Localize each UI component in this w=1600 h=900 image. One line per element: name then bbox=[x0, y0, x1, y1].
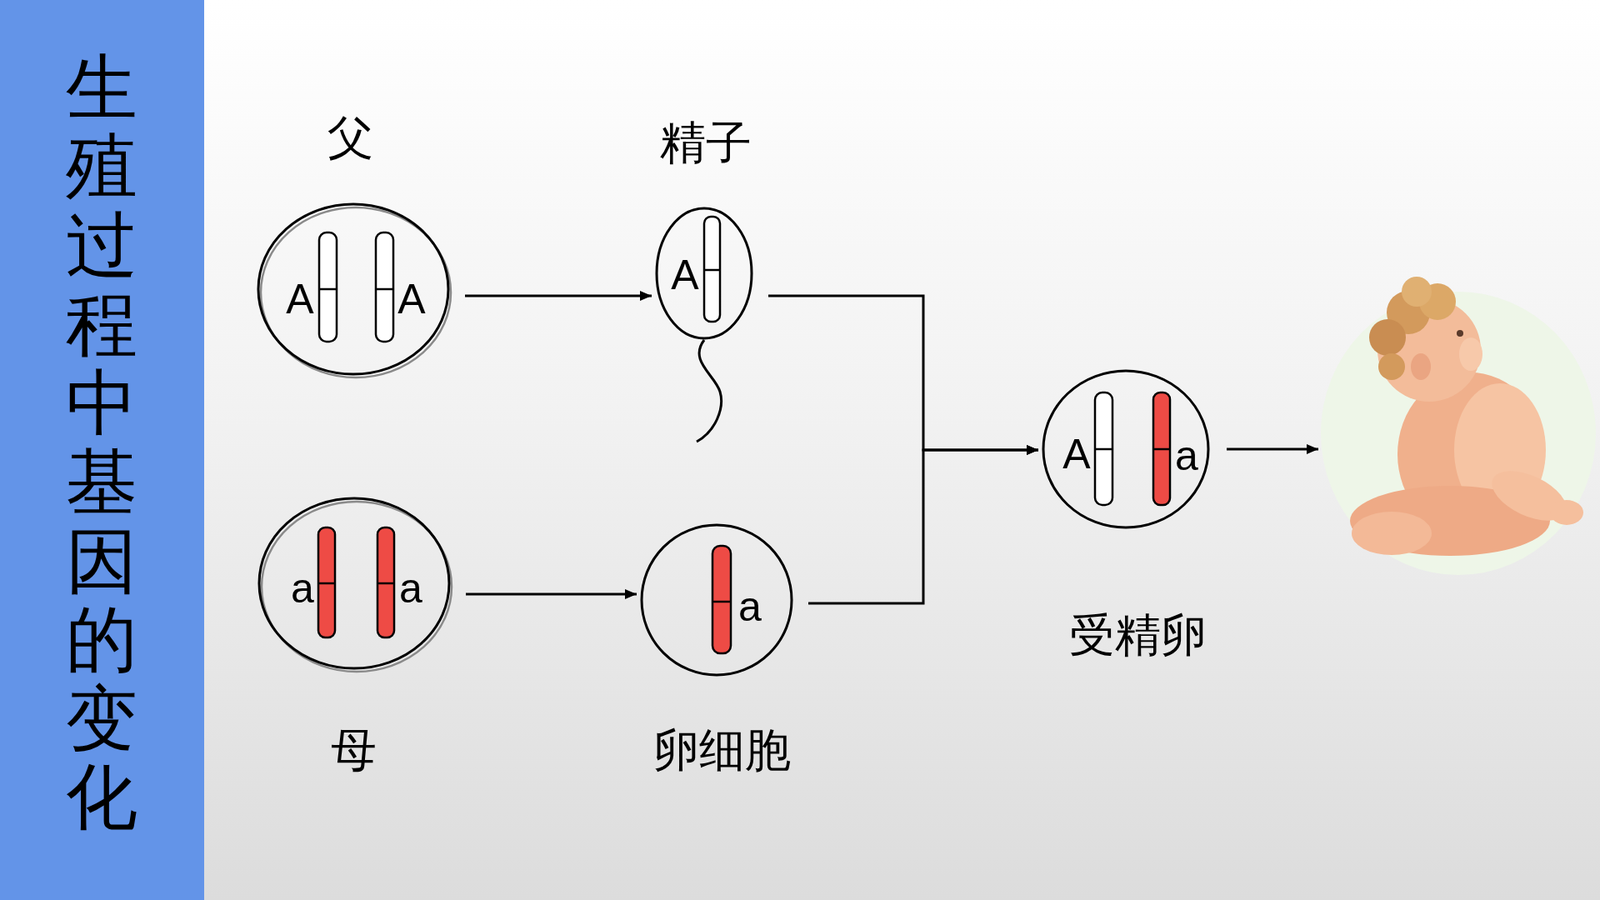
chromosome bbox=[377, 527, 395, 638]
cell-heading: 卵细胞 bbox=[653, 725, 791, 776]
gene-label: A bbox=[670, 252, 699, 299]
gene-label: A bbox=[397, 276, 425, 323]
gene-locus bbox=[1153, 448, 1170, 451]
gene-label: a bbox=[738, 584, 762, 630]
cell-ellipse bbox=[258, 204, 449, 375]
flow-arrow bbox=[808, 450, 1039, 604]
baby-hair bbox=[1378, 353, 1405, 380]
cell-heading: 受精卵 bbox=[1069, 610, 1207, 661]
cell-ellipse bbox=[259, 498, 450, 669]
cell-ellipse bbox=[641, 525, 792, 675]
gene-locus bbox=[704, 269, 720, 272]
cell-heading: 精子 bbox=[660, 117, 752, 169]
chromosome bbox=[712, 545, 731, 654]
baby-ear bbox=[1410, 353, 1431, 380]
chromosome bbox=[704, 216, 720, 322]
chromosome bbox=[318, 527, 335, 638]
baby-eye bbox=[1456, 330, 1464, 337]
gene-label: a bbox=[1175, 433, 1199, 480]
baby-hair bbox=[1369, 319, 1406, 356]
chromosome bbox=[1153, 392, 1170, 505]
cell-node: 卵细胞a bbox=[640, 523, 794, 677]
cell-heading: 父 bbox=[327, 112, 374, 164]
flow-arrow bbox=[465, 593, 637, 596]
gene-locus bbox=[319, 288, 337, 291]
gene-label: a bbox=[399, 565, 423, 612]
cell-node: 受精卵Aa bbox=[1041, 369, 1210, 530]
chromosome bbox=[319, 232, 337, 342]
gene-label: A bbox=[1062, 431, 1090, 478]
gene-locus bbox=[375, 288, 394, 291]
cell-outline bbox=[655, 206, 754, 340]
chromosome bbox=[375, 232, 394, 342]
cell-node: 父AA bbox=[256, 202, 450, 376]
cell-node: 精子A bbox=[655, 206, 754, 340]
cell-node: 母aa bbox=[257, 496, 451, 670]
baby-hand bbox=[1550, 500, 1584, 525]
gene-locus bbox=[377, 582, 395, 585]
halo bbox=[1320, 291, 1596, 575]
gene-locus bbox=[318, 582, 335, 585]
cell-heading: 母 bbox=[330, 725, 377, 776]
gene-locus bbox=[712, 600, 731, 604]
cell-ellipse bbox=[1043, 370, 1209, 528]
baby-foot bbox=[1351, 511, 1432, 555]
flow-arrow bbox=[768, 295, 1039, 450]
chromosome bbox=[1095, 392, 1113, 505]
cell-ellipse bbox=[656, 208, 752, 339]
gene-label: a bbox=[290, 565, 315, 612]
cell-outline bbox=[640, 523, 794, 677]
gene-label: A bbox=[285, 276, 314, 323]
baby-cheek bbox=[1459, 337, 1483, 371]
arrow-line bbox=[1226, 448, 1319, 451]
baby-hair bbox=[1401, 276, 1432, 307]
gene-locus bbox=[1095, 448, 1113, 451]
flow-arrow bbox=[465, 295, 652, 298]
sperm-tail bbox=[696, 340, 722, 442]
vertical-title: 生殖过程中基因的变化 bbox=[65, 48, 138, 837]
baby-figure bbox=[1320, 276, 1596, 575]
